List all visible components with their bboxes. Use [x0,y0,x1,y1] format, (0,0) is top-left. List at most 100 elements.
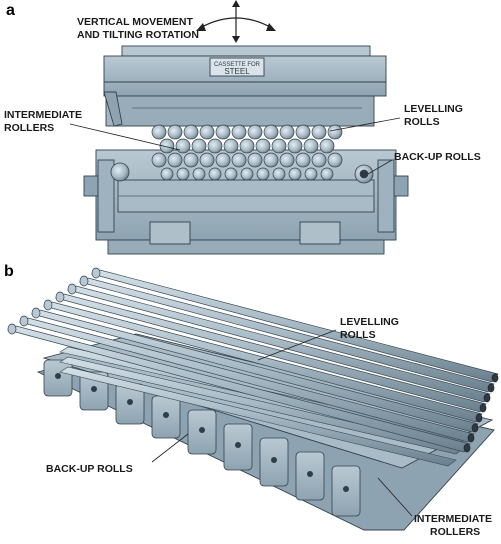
roll [191,138,207,154]
rod-end [43,299,53,311]
rod-far-end [487,383,495,393]
intermediate-rollers-upper [159,138,335,154]
roll [255,138,271,154]
roll [279,124,295,140]
bolt [235,442,241,448]
rod-far-end [483,393,491,403]
rod-end [7,323,17,335]
label-levelling-a-1: LEVELLING [404,103,463,115]
roll [192,167,206,181]
label-intermediate-a-1: INTERMEDIATE [4,109,82,121]
roll [167,124,183,140]
roll [295,124,311,140]
rod-end [67,283,77,295]
rod-far-end [479,403,487,413]
rod-far-end [467,433,475,443]
vertical-arrow-head-up [232,0,240,7]
intermediate-roller [59,366,457,467]
roll [183,124,199,140]
roll [303,138,319,154]
roll [175,138,191,154]
bolt [307,471,313,477]
right-screw-jack [393,175,409,197]
leader-intermediate-b [377,477,413,517]
bolt [127,399,133,405]
roll [240,167,254,181]
rod-far-end [471,423,479,433]
rod-far-end [475,413,483,423]
roll [224,167,238,181]
lower-frame-base [107,239,385,255]
roll [231,152,247,168]
rod-end [31,307,41,319]
leader-levelling-a [329,117,401,132]
roll [311,152,327,168]
roll [271,138,287,154]
entry-roller [110,162,130,182]
rod-far-end [463,443,471,453]
movement-arrows [196,0,276,43]
roll [247,124,263,140]
roll [231,124,247,140]
roll [263,124,279,140]
lower-levelling-rolls [151,152,343,168]
roll [320,167,334,181]
cassette-nameplate [209,57,265,77]
panel-b: b [4,263,499,538]
roll [311,124,327,140]
roll [327,124,343,140]
label-backup-a: BACK-UP ROLLS [394,151,481,163]
plate-line1: CASSETTE FOR [214,62,261,68]
bolt [55,373,61,379]
panel-b-letter: b [4,263,14,280]
roll [279,152,295,168]
bolt [91,386,97,392]
roll [263,152,279,168]
left-screw-jack [83,175,99,197]
bolt [199,427,205,433]
cassette-top-plate [121,45,371,57]
label-backup-b: BACK-UP ROLLS [46,463,133,475]
label-intermediate-b-2: ROLLERS [430,526,480,538]
left-side-column [97,159,115,233]
roll [327,152,343,168]
levelling-rod-ends [7,267,101,335]
bolt [271,457,277,463]
right-side-column [377,159,395,233]
exit-roller-hub [359,169,369,179]
leader-levelling-b [257,329,337,361]
roll [304,167,318,181]
roll [319,138,335,154]
panel-a-letter: a [6,2,15,19]
panel-a: a VERTICAL MOVEMENT AND TILTING ROTATION… [4,0,481,255]
bolt [343,486,349,492]
plate-line2: STEEL [224,67,250,76]
roll [295,152,311,168]
roll [167,152,183,168]
entry-exit-rollers [110,162,374,184]
label-levelling-a-2: ROLLS [404,116,440,128]
left-foot-block [149,221,191,245]
roll [215,152,231,168]
back-up-rolls-row [160,167,334,181]
rod-end [19,315,29,327]
tilting-arc [199,17,273,29]
leader-intermediate-a [69,123,181,151]
roll [215,124,231,140]
label-intermediate-b-1: INTERMEDIATE [414,513,492,525]
backup-block-bolts [55,373,349,492]
tilting-arc-head-right [266,23,276,31]
rod-end [79,275,89,287]
tilting-arc-head-left [196,23,206,31]
label-vertical-movement-2: AND TILTING ROTATION [77,29,199,41]
roll [160,167,174,181]
panel-b-leaders [151,329,413,517]
vertical-arrow-head-down [232,36,240,43]
label-intermediate-a-2: ROLLERS [4,122,54,134]
roll [288,167,302,181]
roll [199,152,215,168]
roll [287,138,303,154]
leader-backup-b [151,433,189,463]
roll [151,124,167,140]
